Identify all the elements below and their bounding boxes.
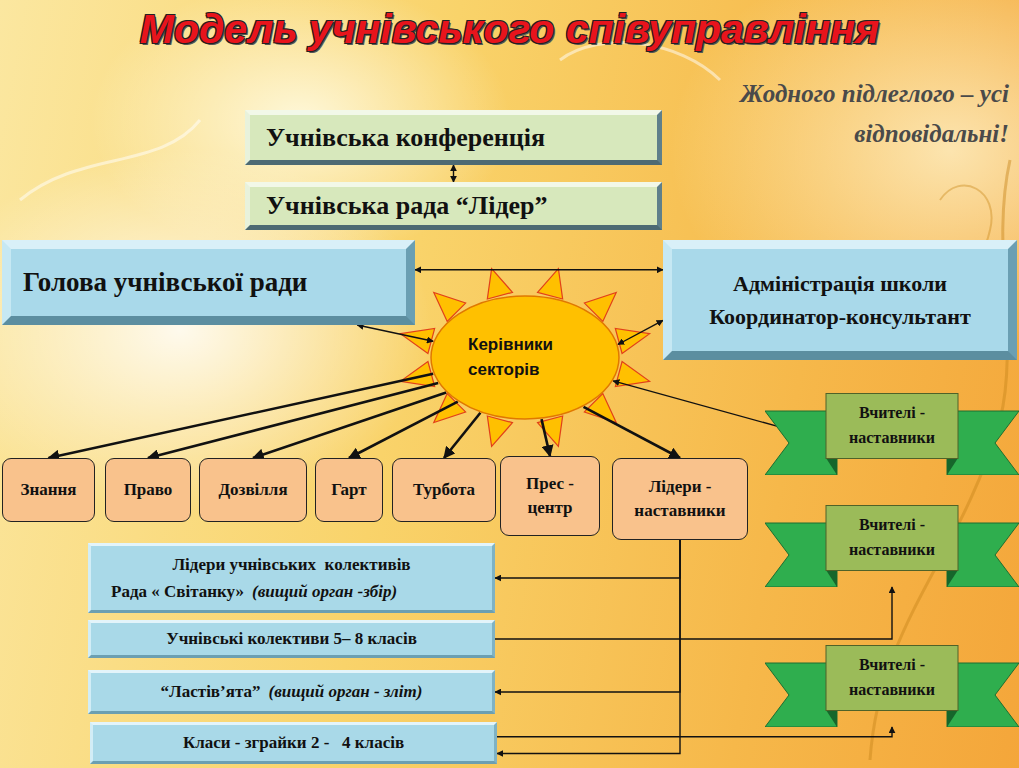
connector-arrow xyxy=(357,325,433,341)
diagram-title: Модель учнівського співуправління xyxy=(0,6,1019,53)
collective-box: Лідери учнівських колективівРада « Світа… xyxy=(88,543,495,613)
connector-arrow xyxy=(415,269,663,270)
sector-box: Турбота xyxy=(392,458,496,522)
connector-arrow xyxy=(349,402,458,458)
sector-box: Прес - центр xyxy=(500,456,600,536)
sector-box: Лідери - наставники xyxy=(612,458,748,540)
connector-arrow xyxy=(584,407,681,458)
node-text: Учнівська рада “Лідер” xyxy=(266,191,548,221)
sectors-sun: Керівники секторів xyxy=(430,295,620,420)
administration-box: Адміністрація школи Координатор-консульт… xyxy=(663,240,1017,360)
node-text: Вчителі - наставники xyxy=(830,401,954,451)
node-text: Голова учнівської ради xyxy=(23,267,307,298)
collective-box: Класи - зграйки 2 - 4 класів xyxy=(90,722,497,764)
teachers-ribbon: Вчителі - наставники xyxy=(765,645,1019,727)
teachers-ribbon: Вчителі - наставники xyxy=(765,505,1019,587)
connector-arrow xyxy=(148,383,438,458)
conference-box: Учнівська конференція xyxy=(245,110,662,165)
sector-box: Гарт xyxy=(315,458,383,522)
connector-arrow xyxy=(497,727,892,737)
node-text: Учнівські колективи 5– 8 класів xyxy=(101,629,482,649)
connector-arrow xyxy=(495,540,680,578)
node-text: (вищий орган -збір) xyxy=(252,582,397,601)
sun-ray xyxy=(538,269,563,299)
node-text: Прес - центр xyxy=(515,472,585,520)
sun-ellipse xyxy=(430,295,620,420)
sun-ray xyxy=(615,328,649,353)
sun-ray xyxy=(487,269,512,299)
node-text: Адміністрація школи Координатор-консульт… xyxy=(690,267,990,333)
sector-box: Право xyxy=(105,458,191,522)
connector-arrow xyxy=(444,413,480,458)
sun-ray xyxy=(487,416,512,446)
node-text: Вчителі - наставники xyxy=(830,653,954,703)
connector-arrow xyxy=(542,419,551,456)
connector-arrow xyxy=(613,381,790,430)
node-text: Дозвілля xyxy=(218,478,287,502)
node-text: Вчителі - наставники xyxy=(830,513,954,563)
head-box: Голова учнівської ради xyxy=(2,240,415,325)
collective-box: Учнівські колективи 5– 8 класів xyxy=(88,620,495,658)
node-text: Лідери - наставники xyxy=(619,475,741,523)
slogan-note: Жодного підлеглого – усі відповідальні! xyxy=(679,74,1009,154)
collective-box: “Ластів’ята” (вищий орган - зліт) xyxy=(88,670,495,714)
connector-arrow xyxy=(495,540,680,692)
sector-box: Знання xyxy=(2,458,95,522)
node-text: Знання xyxy=(20,478,76,502)
node-text: Учнівська конференція xyxy=(266,123,545,153)
teachers-ribbon: Вчителі - наставники xyxy=(765,393,1019,475)
node-text: Турбота xyxy=(413,478,475,502)
connector-arrow xyxy=(253,392,446,458)
node-text: Право xyxy=(124,478,173,502)
connector-arrow xyxy=(453,165,454,182)
council-box: Учнівська рада “Лідер” xyxy=(245,182,662,230)
node-text: “Ластів’ята” xyxy=(161,682,261,701)
node-text: Керівники секторів xyxy=(468,333,588,382)
connector-arrow xyxy=(497,540,680,754)
node-text: (вищий орган - зліт) xyxy=(268,682,422,701)
node-text: Гарт xyxy=(331,478,366,502)
node-text: Класи - зграйки 2 - 4 класів xyxy=(103,733,484,753)
node-text: Рада « Світанку» xyxy=(111,582,244,601)
node-text: Лідери учнівських колективів xyxy=(101,551,482,578)
connector-arrow xyxy=(618,320,663,344)
sector-box: Дозвілля xyxy=(199,458,307,522)
connector-arrow xyxy=(495,587,892,639)
